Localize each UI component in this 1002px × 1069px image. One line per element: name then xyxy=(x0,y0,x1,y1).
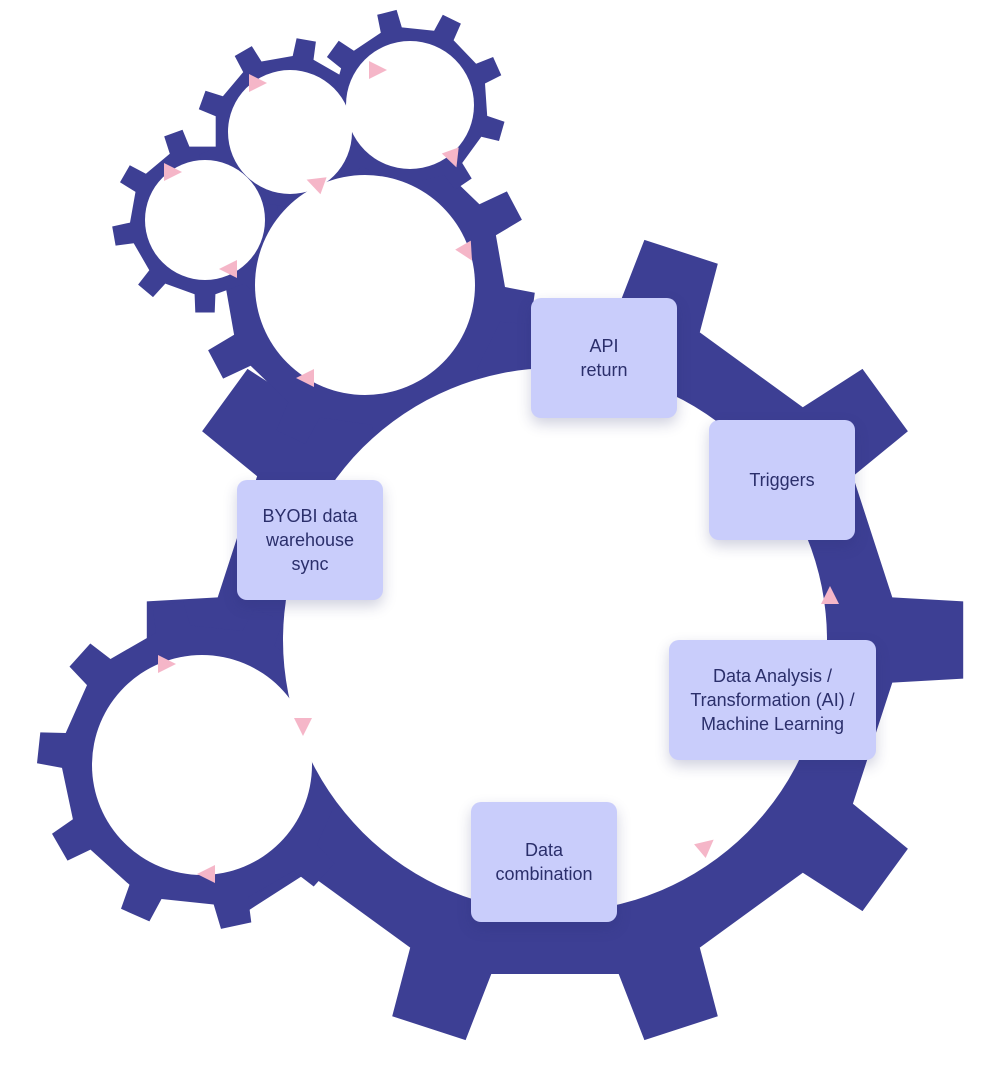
flow-arrow-icon xyxy=(158,655,176,673)
flow-arrow-icon xyxy=(821,586,839,604)
step-triggers-line-1: Triggers xyxy=(749,470,815,490)
step-api-return-line-1: API xyxy=(589,336,619,356)
flow-arrow-icon xyxy=(694,839,714,859)
step-data-analysis: Data Analysis / Transformation (AI) / Ma… xyxy=(669,640,876,760)
flow-arrow-icon xyxy=(455,240,472,261)
flow-arrow-icon xyxy=(369,61,387,79)
step-byobi-sync: BYOBI data warehouse sync xyxy=(237,480,383,600)
small-gear-left-hole xyxy=(145,160,265,280)
step-byobi-sync-line-3: sync xyxy=(291,554,329,574)
step-api-return: API return xyxy=(531,298,677,418)
flow-arrow-icon xyxy=(164,163,182,181)
step-data-combination-line-2: combination xyxy=(495,864,593,884)
bottom-left-gear-hole xyxy=(92,655,312,875)
gear-hole-layer xyxy=(92,41,827,912)
flow-arrow-icon xyxy=(219,260,237,278)
arrow-layer xyxy=(158,61,839,883)
step-byobi-sync-line-1: BYOBI data xyxy=(262,506,358,526)
step-data-analysis-line-2: Transformation (AI) / xyxy=(690,690,855,710)
step-data-analysis-line-3: Machine Learning xyxy=(700,714,845,734)
step-data-combination-line-1: Data xyxy=(524,840,564,860)
medium-gear-hole xyxy=(255,175,475,395)
flow-arrow-icon xyxy=(197,865,215,883)
step-byobi-sync-line-2: warehouse xyxy=(265,530,355,550)
step-data-analysis-line-1: Data Analysis / xyxy=(712,666,833,686)
flow-arrow-icon xyxy=(441,147,459,168)
small-gear-middle-hole xyxy=(228,70,352,194)
step-data-combination: Data combination xyxy=(471,802,617,922)
flow-arrow-icon xyxy=(306,177,327,195)
flow-arrow-icon xyxy=(294,718,312,736)
step-api-return-line-2: return xyxy=(580,360,628,380)
large-gear-hole xyxy=(283,368,827,912)
step-triggers: Triggers xyxy=(709,420,855,540)
flow-arrow-icon xyxy=(249,74,267,92)
flow-arrow-icon xyxy=(296,369,314,387)
